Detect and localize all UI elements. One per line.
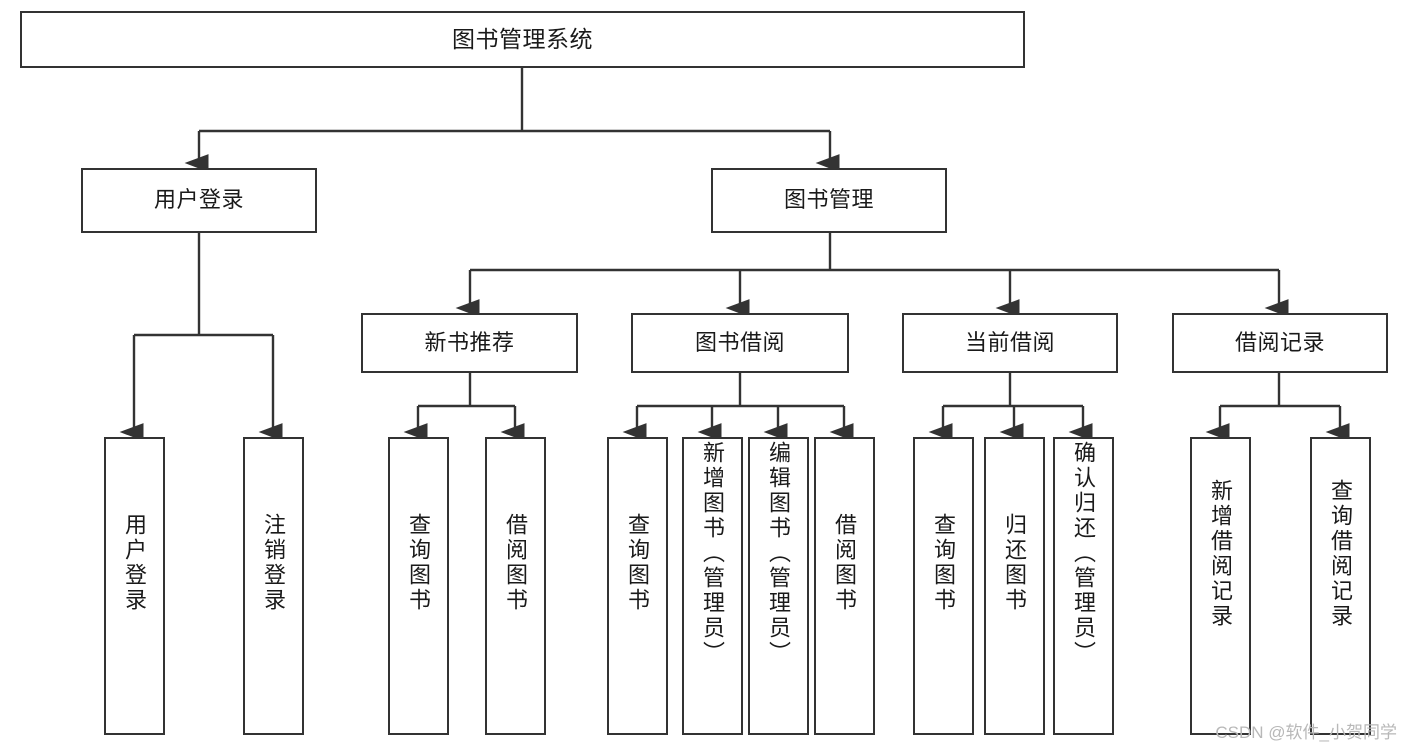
csdn-watermark: CSDN @软件_小贺同学 (1215, 723, 1397, 742)
node-leaf-query-book-recommend[interactable]: 查询图书 (388, 437, 449, 735)
node-label: 查询借阅记录 (1328, 479, 1354, 629)
node-borrow-record[interactable]: 借阅记录 (1172, 313, 1388, 373)
node-leaf-add-book-admin[interactable]: 新增图书（管理员） (682, 437, 743, 735)
node-book-borrow[interactable]: 图书借阅 (631, 313, 849, 373)
node-label: 查询图书 (406, 513, 432, 613)
node-label: 借阅图书 (503, 513, 529, 613)
node-label: 借阅记录 (1234, 329, 1325, 355)
node-label: 确认归还（管理员） (1071, 441, 1097, 666)
node-label: 新增图书（管理员） (700, 441, 726, 666)
node-label: 注销登录 (261, 513, 287, 613)
node-root-system[interactable]: 图书管理系统 (20, 11, 1025, 68)
node-leaf-query-book-borrow[interactable]: 查询图书 (607, 437, 668, 735)
node-leaf-query-book-current[interactable]: 查询图书 (913, 437, 974, 735)
node-new-book-recommend[interactable]: 新书推荐 (361, 313, 578, 373)
node-user-login[interactable]: 用户登录 (81, 168, 317, 233)
node-leaf-user-logout[interactable]: 注销登录 (243, 437, 304, 735)
node-label: 图书管理 (783, 187, 874, 213)
node-label: 查询图书 (931, 513, 957, 613)
node-book-manage[interactable]: 图书管理 (711, 168, 947, 233)
node-label: 查询图书 (625, 513, 651, 613)
node-label: 用户登录 (153, 187, 244, 213)
node-label: 新书推荐 (424, 329, 515, 355)
node-leaf-user-login[interactable]: 用户登录 (104, 437, 165, 735)
node-label: 图书管理系统 (452, 25, 593, 52)
node-leaf-add-borrow-record[interactable]: 新增借阅记录 (1190, 437, 1251, 735)
node-label: 新增借阅记录 (1208, 479, 1234, 629)
node-label: 借阅图书 (832, 513, 858, 613)
node-leaf-borrow-book[interactable]: 借阅图书 (814, 437, 875, 735)
node-label: 用户登录 (122, 513, 148, 613)
node-label: 当前借阅 (964, 329, 1055, 355)
node-current-borrow[interactable]: 当前借阅 (902, 313, 1118, 373)
node-leaf-borrow-book-recommend[interactable]: 借阅图书 (485, 437, 546, 735)
node-leaf-query-borrow-record[interactable]: 查询借阅记录 (1310, 437, 1371, 735)
node-label: 图书借阅 (694, 329, 785, 355)
node-leaf-confirm-return-admin[interactable]: 确认归还（管理员） (1053, 437, 1114, 735)
node-leaf-return-book[interactable]: 归还图书 (984, 437, 1045, 735)
node-label: 归还图书 (1002, 513, 1028, 613)
node-label: 编辑图书（管理员） (766, 441, 792, 666)
node-leaf-edit-book-admin[interactable]: 编辑图书（管理员） (748, 437, 809, 735)
